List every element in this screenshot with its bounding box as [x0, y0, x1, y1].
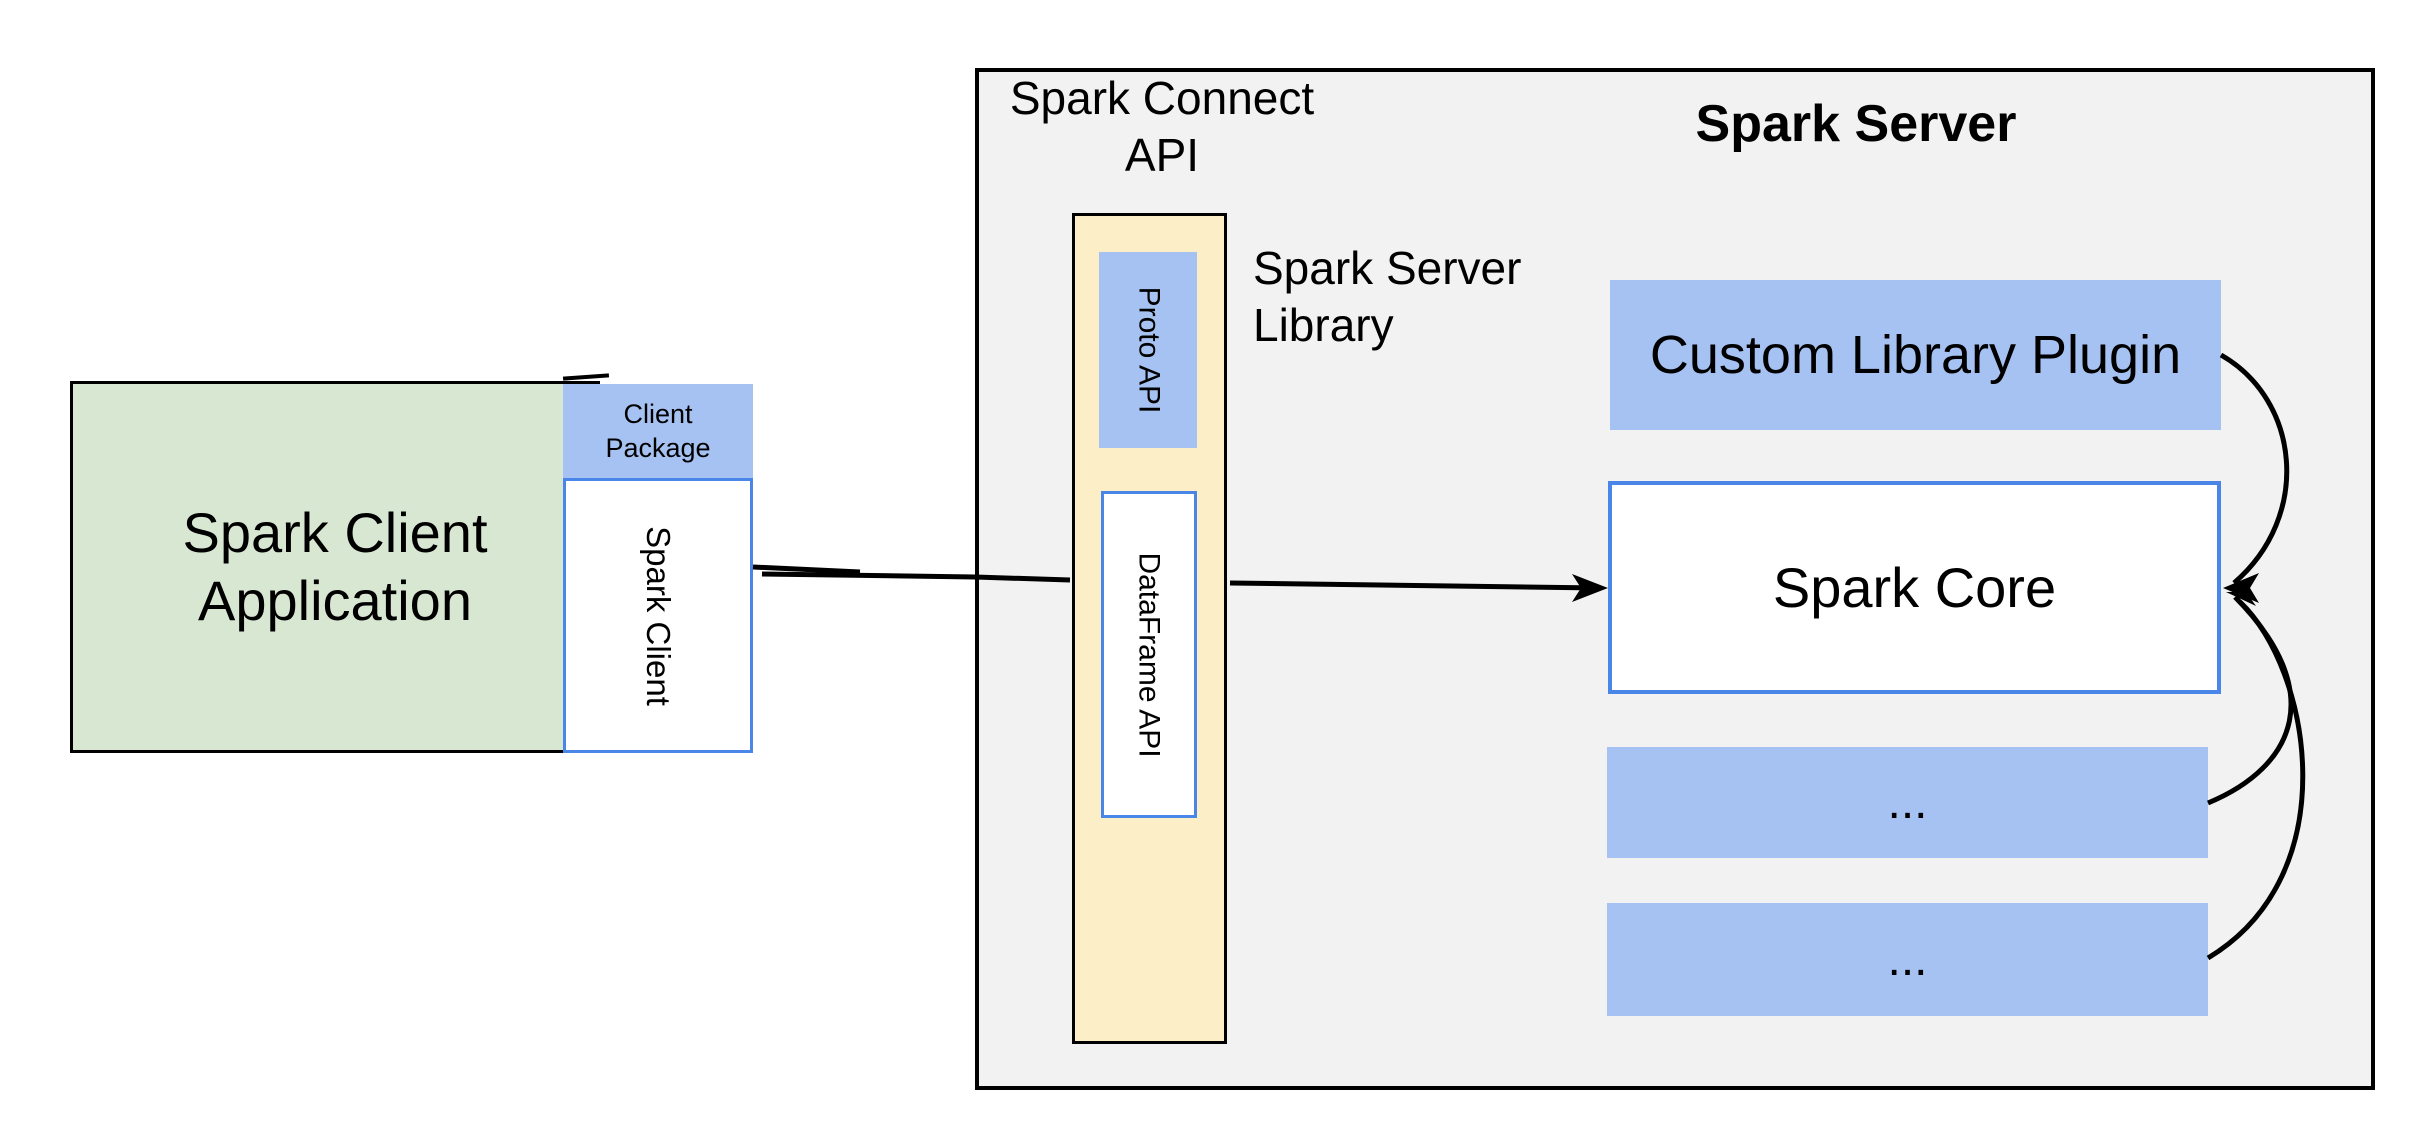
spark-client-application-label-line1: Spark Client — [182, 501, 488, 564]
spark-client-application-box: Spark Client Application — [70, 381, 600, 753]
spark-core-label: Spark Core — [1772, 556, 2057, 619]
proto-api-label: Proto API — [1132, 286, 1165, 414]
spark-server-library-label: Spark Server Library — [1253, 240, 1673, 354]
ellipsis-box-top: ... — [1607, 747, 2208, 858]
client-package-label: Client Package — [605, 397, 710, 465]
dataframe-api-label: DataFrame API — [1133, 551, 1167, 758]
proto-api-box: Proto API — [1099, 252, 1197, 448]
custom-library-plugin-label: Custom Library Plugin — [1649, 325, 2182, 385]
spark-server-library-label-line2: Library — [1253, 299, 1394, 351]
client-package-label-line1: Client — [623, 399, 693, 429]
spark-client-application-label-line2: Application — [198, 569, 472, 632]
ellipsis-bottom-label: ... — [1887, 933, 1928, 986]
dataframe-api-box: DataFrame API — [1101, 491, 1197, 818]
spark-client-vertical-label: Spark Client — [640, 525, 677, 706]
spark-connect-api-title-line1: Spark Connect — [1009, 72, 1315, 124]
spark-connect-api-title: Spark Connect API — [972, 70, 1352, 184]
custom-library-plugin-box: Custom Library Plugin — [1610, 280, 2221, 430]
spark-client-application-label: Spark Client Application — [73, 499, 597, 635]
spark-client-box: Spark Client — [563, 478, 753, 753]
spark-server-library-label-line1: Spark Server — [1253, 242, 1522, 294]
client-package-label-line2: Package — [605, 433, 711, 463]
ellipsis-top-label: ... — [1887, 776, 1928, 829]
ellipsis-box-bottom: ... — [1607, 903, 2208, 1016]
client-to-core-line-left-a — [752, 564, 861, 575]
spark-core-box: Spark Core — [1608, 481, 2221, 694]
spark-connect-api-title-line2: API — [1124, 129, 1200, 181]
client-package-box: Client Package — [563, 384, 753, 478]
green-box-border-notch — [562, 373, 610, 381]
spark-server-title: Spark Server — [1695, 95, 2017, 153]
